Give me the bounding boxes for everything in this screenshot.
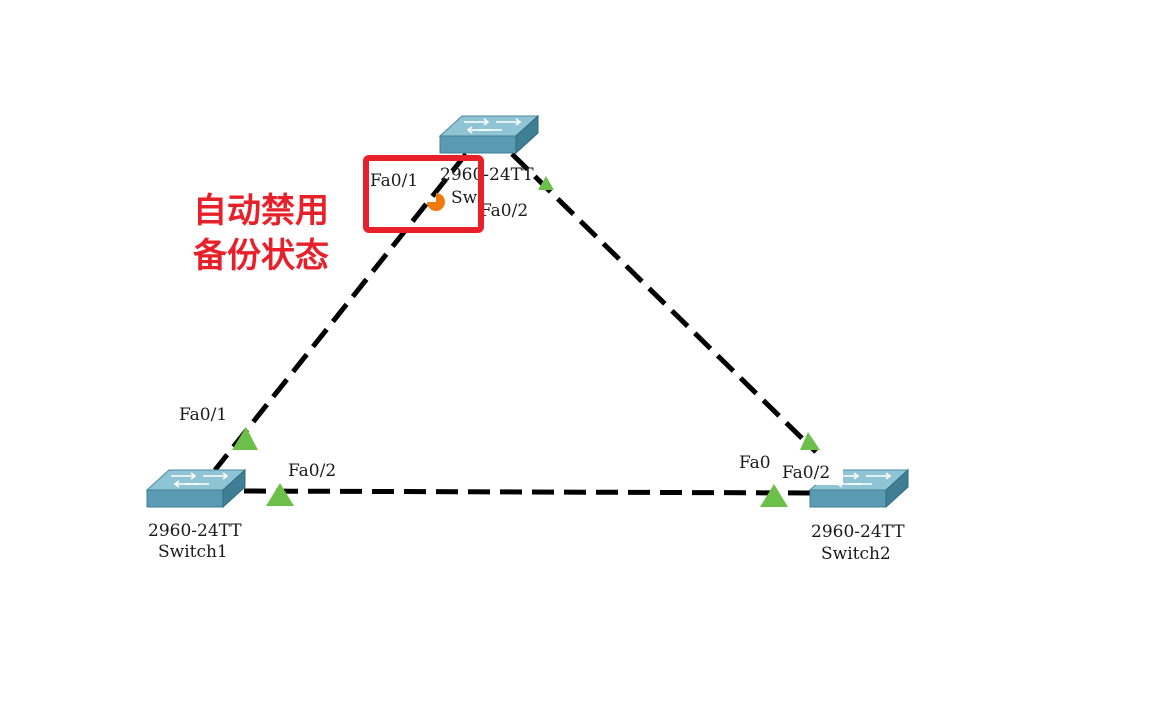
switch0-fa02-label: Fa0/2 bbox=[480, 201, 528, 221]
switch2-fa0-label: Fa0 bbox=[739, 453, 771, 473]
links bbox=[213, 152, 818, 496]
s0-fa02-status-icon bbox=[538, 176, 554, 190]
annotation-line-1: 自动禁用 bbox=[193, 191, 329, 231]
switch0-icon[interactable] bbox=[439, 115, 539, 154]
switch1-name-label: Switch1 bbox=[158, 542, 228, 562]
port-indicators bbox=[232, 176, 820, 507]
link-switch0-switch1[interactable] bbox=[213, 152, 468, 472]
link-switch1-switch2[interactable] bbox=[243, 488, 816, 496]
switch2-fa02-label: Fa0/2 bbox=[782, 463, 830, 483]
switch0-model-label: 2960-24TT bbox=[440, 165, 534, 185]
s1-fa02-status-icon bbox=[266, 483, 294, 506]
s2-fa0-status-icon bbox=[760, 484, 788, 507]
annotation-line-2: 备份状态 bbox=[193, 236, 329, 276]
s1-fa01-status-icon bbox=[232, 427, 258, 450]
switch0-fa01-label: Fa0/1 bbox=[370, 171, 418, 191]
switch1-fa01-label: Fa0/1 bbox=[179, 405, 227, 425]
link-switch0-switch2[interactable] bbox=[510, 152, 818, 454]
switch1-icon[interactable] bbox=[146, 469, 246, 508]
switch2-name-label: Switch2 bbox=[821, 544, 891, 564]
switch0-label-cover bbox=[480, 186, 536, 210]
s0-fa01-blocking-icon bbox=[427, 193, 445, 211]
switch2-label-backdrop bbox=[779, 461, 843, 485]
switch1-model-label: 2960-24TT bbox=[148, 521, 242, 541]
switch2-model-label: 2960-24TT bbox=[811, 522, 905, 542]
s2-fa02-status-icon bbox=[800, 432, 820, 450]
blocked-port-highlight: Fa0/1 bbox=[363, 155, 484, 233]
switch0-name-label: Sw bbox=[451, 188, 478, 208]
switch1-fa02-label: Fa0/2 bbox=[288, 461, 336, 481]
